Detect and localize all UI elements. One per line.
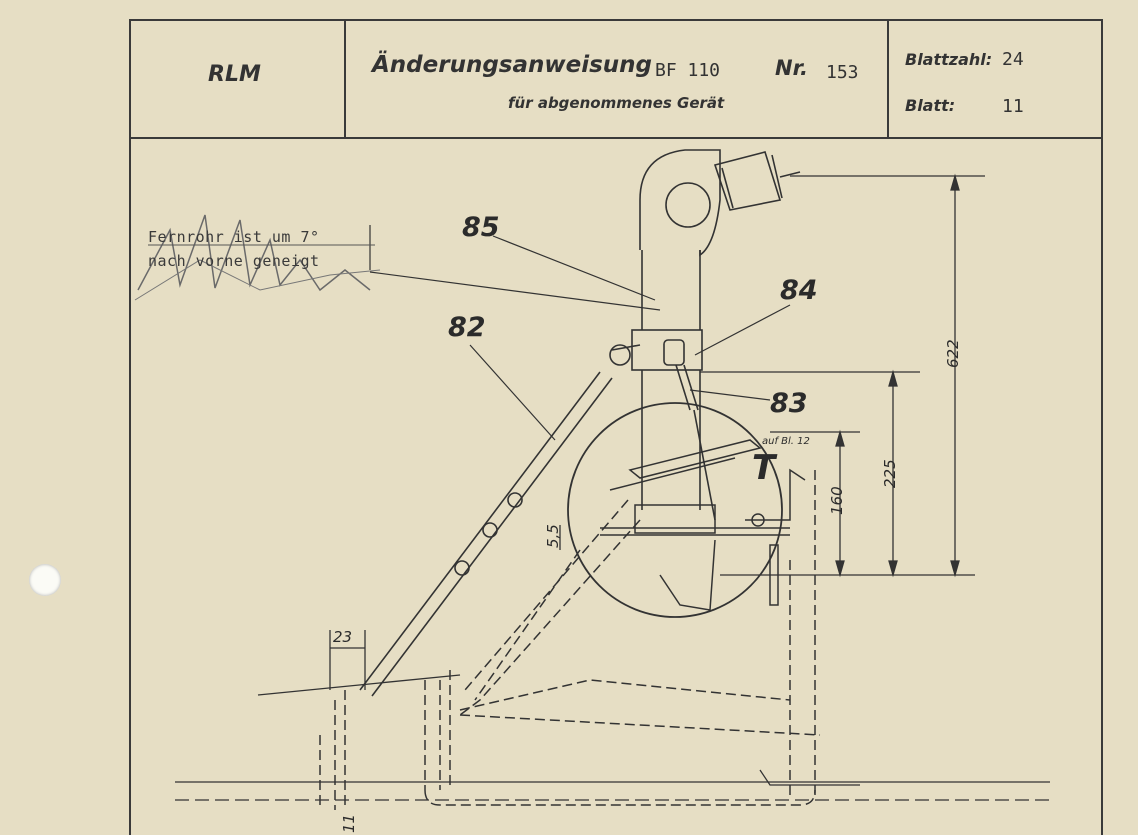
sheet-value: 11 — [1002, 96, 1024, 117]
dimension-160: 160 — [828, 486, 846, 515]
sheet-count-label: Blattzahl: — [905, 50, 993, 69]
title-block-frame — [129, 19, 1103, 835]
dimension-5-5: 5,5 — [544, 524, 562, 548]
aircraft-type: BF 110 — [655, 60, 721, 81]
dimension-23: 23 — [333, 628, 353, 646]
document-title: Änderungsanweisung — [372, 52, 653, 78]
callout-82: 82 — [448, 312, 486, 343]
callout-leaders — [469, 175, 985, 576]
dimension-lines — [329, 173, 960, 690]
note-line-2: nach vorne geneigt — [148, 252, 320, 270]
note-line-1: Fernrohr ist um 7° — [148, 228, 320, 246]
rotation-circle — [567, 402, 783, 618]
dimension-622: 622 — [944, 339, 962, 368]
callout-t: T — [752, 448, 776, 488]
sheet-label: Blatt: — [905, 96, 956, 115]
callout-85: 85 — [462, 212, 500, 243]
callout-84: 84 — [780, 275, 818, 306]
org-label: RLM — [208, 62, 261, 87]
dimension-225: 225 — [881, 459, 899, 488]
callout-83: 83 — [770, 388, 808, 419]
number-value: 153 — [826, 62, 859, 83]
mount-mechanism — [600, 439, 806, 611]
dimension-11: 11 — [340, 813, 358, 833]
number-label: Nr. — [775, 56, 808, 80]
strut-82 — [359, 344, 641, 697]
sheet-count-value: 24 — [1002, 49, 1024, 70]
rod-83 — [663, 339, 716, 521]
punch-hole — [29, 564, 61, 596]
callout-t-reference: auf Bl. 12 — [762, 436, 810, 447]
lower-frame-dashed — [319, 470, 821, 810]
document-subtitle: für abgenommenes Gerät — [508, 94, 725, 112]
note-leader — [369, 271, 661, 311]
fuselage-skin — [175, 674, 1050, 801]
